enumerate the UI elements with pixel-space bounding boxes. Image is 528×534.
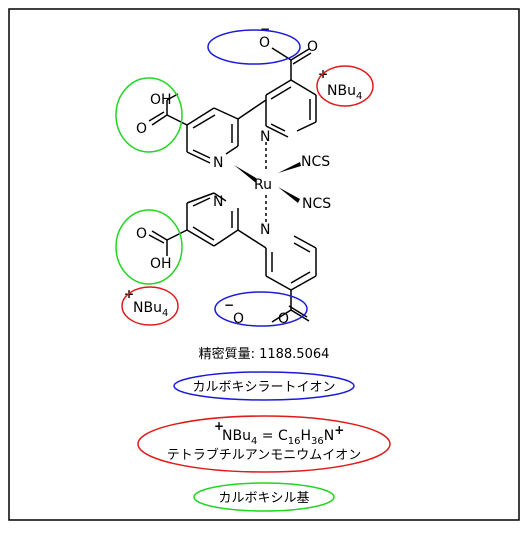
- legend-carboxyl-ellipse: [193, 482, 335, 512]
- legend-nbu4-ellipse: [137, 415, 391, 473]
- ligand-ncs-2: NCS: [302, 196, 331, 212]
- legend-nbu4-formula: NBu4 = C16H36N+: [222, 423, 344, 447]
- atom-o-bottom: O: [278, 311, 289, 327]
- legend-carboxylate-ellipse: [173, 371, 355, 401]
- atom-n-top-left: N: [213, 155, 223, 171]
- atom-o-carboxyl-top: O: [136, 121, 147, 137]
- atom-o-top: O: [307, 39, 318, 55]
- highlight-carboxylate-top: [207, 29, 301, 65]
- atom-o-minus-top: O: [259, 35, 270, 51]
- bond-ru-n-left-wedge: [234, 165, 256, 183]
- atom-ru: Ru: [254, 177, 272, 193]
- counterion-bottom: NBu4: [133, 300, 168, 319]
- legend-carboxylate-text: カルボキシラートイオン: [192, 380, 335, 395]
- bond-ru-ncs-1: [278, 162, 301, 173]
- top-bipyridine-bonds: [148, 47, 317, 164]
- atom-oh-bottom: OH: [150, 256, 172, 272]
- counterion-top: NBu4: [327, 83, 362, 102]
- atom-n-bottom-right: N: [260, 222, 270, 238]
- highlight-carboxyl-bottom: [115, 209, 183, 285]
- atom-o-carboxyl-bottom: O: [136, 226, 147, 242]
- atom-o-minus-bottom: O: [233, 311, 244, 327]
- bond-ru-ncs-2: [278, 187, 300, 203]
- exact-mass-label: 精密質量: 1188.5064: [199, 346, 330, 362]
- frame-border: [8, 8, 520, 521]
- highlight-nbu4-bottom: [121, 286, 179, 326]
- atom-n-top-right: N: [260, 129, 270, 145]
- highlight-carboxylate-bottom: [214, 291, 308, 327]
- legend-nbu4-name: テトラブチルアンモニウムイオン: [167, 447, 361, 463]
- charge-minus-top: −: [260, 22, 270, 36]
- legend-carboxyl-text: カルボキシル基: [218, 491, 309, 506]
- highlight-nbu4-top: [316, 65, 374, 107]
- atom-oh-top: OH: [150, 92, 172, 108]
- highlight-carboxyl-top: [115, 77, 183, 153]
- legend-nbu4-plus: +: [214, 419, 224, 433]
- bottom-bipyridine-bonds: [148, 192, 317, 323]
- ligand-ncs-1: NCS: [301, 154, 330, 170]
- atom-n-bottom-left: N: [213, 194, 223, 210]
- charge-minus-bottom: −: [224, 298, 234, 312]
